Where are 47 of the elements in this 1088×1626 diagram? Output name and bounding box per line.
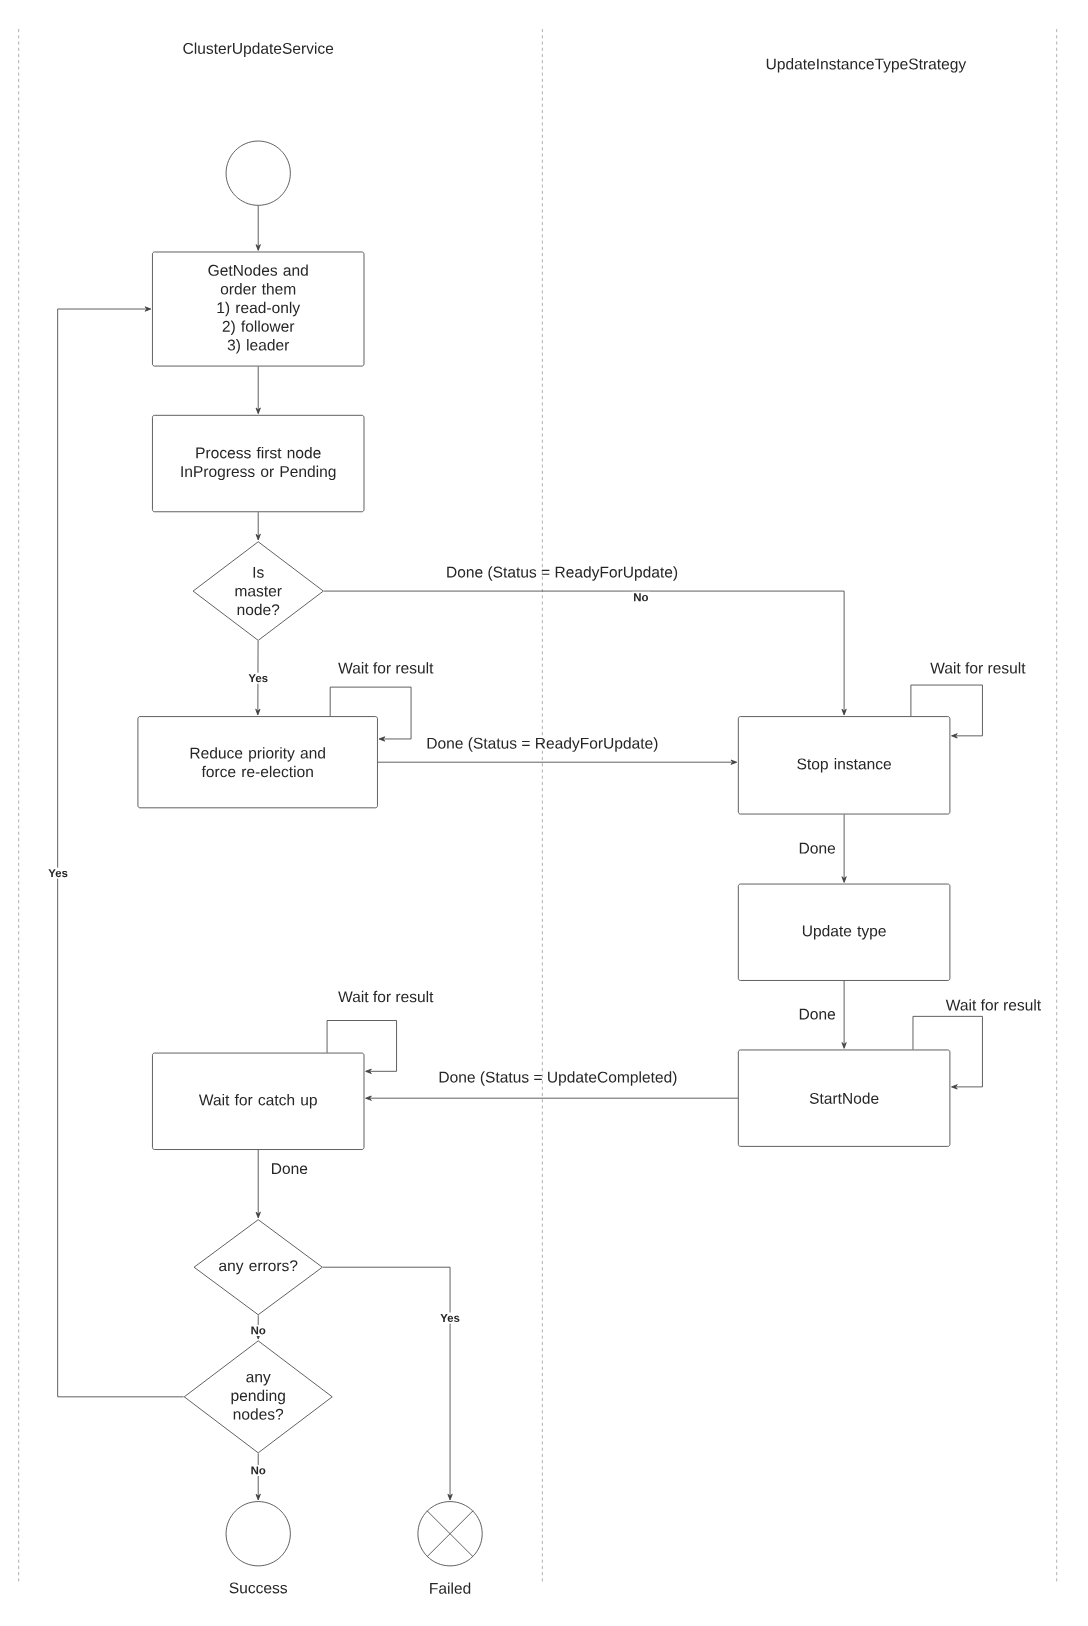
edge-label: Wait for result: [338, 662, 434, 674]
arrow: [329, 686, 412, 742]
process-box: Process first node InProgress or Pending: [152, 414, 365, 513]
arrow: [326, 1020, 398, 1074]
edge-label: Done: [799, 1008, 836, 1020]
lane-header: ClusterUpdateService: [183, 42, 334, 57]
end-circle: [225, 1501, 291, 1567]
edge-label: Done: [272, 1163, 308, 1175]
edge-label: Done (Status = ReadyForUpdate): [427, 737, 658, 752]
arrow: [255, 366, 261, 415]
arrow: [255, 1149, 261, 1219]
start-circle: [225, 140, 291, 206]
arrow: [255, 1453, 261, 1501]
edge-label: Done (Status = UpdateCompleted): [439, 1071, 677, 1086]
process-box: Update type: [738, 883, 951, 981]
arrow: [323, 590, 847, 716]
arrow: [910, 684, 983, 739]
failed-circle: [417, 1501, 483, 1567]
process-box: Reduce priority and force re-election: [137, 716, 378, 809]
arrow: [255, 205, 261, 251]
arrow: [912, 1015, 983, 1090]
arrow: [255, 511, 261, 541]
node-caption: Success: [229, 1582, 288, 1594]
process-box: Wait for catch up: [152, 1052, 365, 1150]
arrow: [255, 640, 261, 716]
process-box: Stop instance: [738, 716, 951, 815]
arrow: [377, 759, 738, 765]
arrow: [322, 1266, 453, 1501]
process-box: StartNode: [738, 1049, 951, 1147]
edge-label: Yes: [246, 672, 270, 684]
edge-label: Yes: [438, 1312, 462, 1324]
edge-label: Wait for result: [930, 662, 1026, 674]
process-box: GetNodes and order them 1) read-only 2) follower 3) leader: [152, 251, 365, 367]
edge-label: No: [631, 591, 651, 603]
arrow: [841, 980, 847, 1049]
edge-label: Yes: [46, 867, 70, 879]
arrow: [841, 814, 847, 883]
edge-label: No: [249, 1464, 268, 1476]
lane-header: UpdateInstanceTypeStrategy: [766, 58, 967, 73]
arrow: [365, 1095, 739, 1101]
edge-label: Wait for result: [338, 990, 434, 1003]
node-caption: Failed: [430, 1582, 471, 1594]
edge-label: Done: [799, 842, 836, 854]
edge-label: No: [249, 1324, 268, 1336]
arrow: [57, 306, 185, 1398]
annotation-text: Done (Status = ReadyForUpdate): [447, 566, 678, 581]
edge-label: Wait for result: [945, 999, 1042, 1011]
